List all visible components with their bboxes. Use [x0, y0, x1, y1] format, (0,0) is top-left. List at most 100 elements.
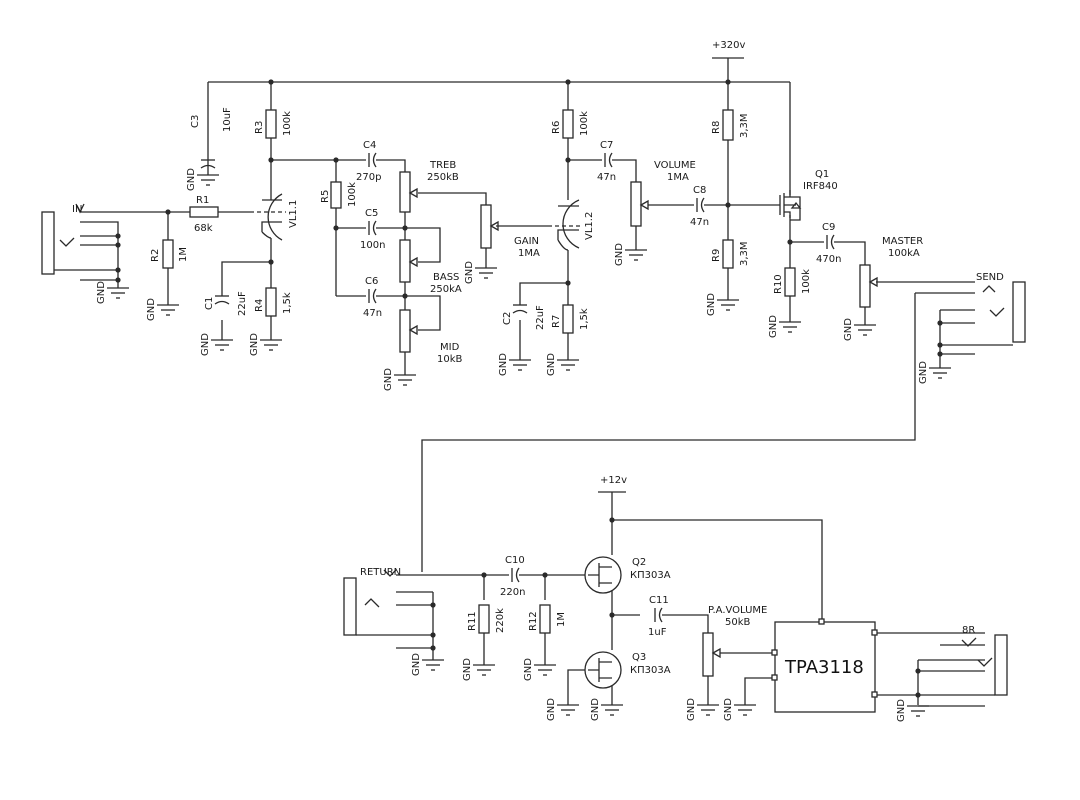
pot-master[interactable]: MASTER 100kA	[859, 236, 923, 308]
c3-ref: C3	[190, 115, 201, 128]
pot-pa-volume[interactable]: P.A.VOLUME 50kB	[702, 605, 767, 677]
supply-hv-label: +320v	[712, 40, 745, 51]
r6-ref: R6	[551, 121, 562, 134]
resistor-r3: R3 100k	[254, 109, 293, 139]
jack-output-8r[interactable]: 8R	[961, 625, 1008, 696]
gnd-label: GND	[723, 698, 734, 721]
capacitor-c11: C11 1uF	[648, 595, 669, 638]
ground-icon: GND	[383, 368, 416, 391]
jack-return[interactable]: RETURN	[343, 567, 401, 636]
mid-label: MID	[440, 342, 460, 353]
r9-ref: R9	[711, 249, 722, 262]
c10-value: 220n	[500, 587, 525, 598]
gnd-label: GND	[200, 333, 211, 356]
vl1-2-ref: VL1.2	[584, 212, 595, 240]
gnd-label: GND	[590, 698, 601, 721]
resistor-r12: R12 1M	[528, 604, 567, 634]
master-label: MASTER	[882, 236, 923, 247]
volume-label: VOLUME	[654, 160, 696, 171]
ground-icon: GND	[411, 653, 444, 676]
gnd-label: GND	[498, 353, 509, 376]
gnd-label: GND	[686, 698, 697, 721]
c8-value: 47n	[690, 217, 709, 228]
volume-value: 1MA	[667, 172, 689, 183]
r4-value: 1,5k	[282, 292, 293, 314]
ground-icon: GND	[96, 281, 129, 304]
pot-volume[interactable]: VOLUME 1MA	[630, 160, 696, 227]
gnd-label: GND	[146, 298, 157, 321]
c4-value: 270p	[356, 172, 381, 183]
pot-treble[interactable]: TREB 250kB	[399, 160, 459, 213]
capacitor-c9: C9 470n	[816, 222, 841, 265]
r11-value: 220k	[495, 608, 506, 633]
r8-value: 3,3M	[739, 113, 750, 138]
resistor-r9: R9 3,3M	[711, 239, 750, 269]
c3-value: 10uF	[222, 107, 233, 132]
mid-value: 10kB	[437, 354, 463, 365]
pot-gain[interactable]: GAIN 1MA	[480, 204, 540, 259]
q1-ref: Q1	[815, 169, 829, 180]
jack-in-label: IN	[72, 204, 82, 215]
capacitor-c8: C8 47n	[690, 185, 709, 228]
resistor-r5: R5 100k	[320, 181, 358, 209]
c9-value: 470n	[816, 254, 841, 265]
gnd-label: GND	[186, 168, 197, 191]
ground-icon: GND	[464, 261, 497, 284]
ground-icon: GND	[723, 698, 756, 721]
supply-lv: +12v	[598, 475, 627, 500]
resistor-r2: R2 1M	[150, 239, 189, 269]
ground-icon: GND	[706, 293, 739, 316]
ground-icon: GND	[200, 333, 233, 356]
master-value: 100kA	[888, 248, 920, 259]
capacitor-c3: C3 10uF	[190, 107, 233, 169]
resistor-r7: R7 1,5k	[551, 304, 590, 334]
bass-value: 250kA	[430, 284, 462, 295]
jack-send-label: SEND	[976, 272, 1004, 283]
supply-hv: +320v	[712, 40, 745, 68]
r9-value: 3,3M	[739, 241, 750, 266]
capacitor-c1: C1 22uF	[204, 291, 248, 316]
pa-volume-label: P.A.VOLUME	[708, 605, 767, 616]
capacitor-c7: C7 47n	[597, 140, 616, 183]
ground-icon: GND	[546, 353, 579, 376]
ground-icon: GND	[523, 658, 556, 681]
pa-volume-value: 50kB	[725, 617, 751, 628]
c5-value: 100n	[360, 240, 385, 251]
ground-icon: GND	[918, 361, 951, 384]
gnd-label: GND	[96, 281, 107, 304]
c6-value: 47n	[363, 308, 382, 319]
c6-ref: C6	[365, 276, 378, 287]
jack-send[interactable]: SEND	[975, 272, 1026, 346]
r5-value: 100k	[347, 182, 358, 207]
jack-return-label: RETURN	[360, 567, 401, 578]
gnd-label: GND	[614, 243, 625, 266]
vl1-1-ref: VL1.1	[288, 200, 299, 228]
ground-icon: GND	[186, 168, 219, 191]
gain-value: 1MA	[518, 248, 540, 259]
c2-value: 22uF	[535, 305, 546, 330]
c5-ref: C5	[365, 208, 378, 219]
pot-mid[interactable]: MID 10kB	[399, 309, 463, 365]
r10-value: 100k	[801, 269, 812, 294]
gnd-label: GND	[918, 361, 929, 384]
junctions	[115, 79, 943, 698]
gain-label: GAIN	[514, 236, 539, 247]
wires	[80, 68, 985, 707]
resistor-r11: R11 220k	[467, 604, 506, 634]
capacitor-c2: C2 22uF	[502, 304, 546, 330]
gnd-label: GND	[896, 699, 907, 722]
gnd-label: GND	[462, 658, 473, 681]
jack-in[interactable]: IN	[41, 203, 85, 275]
ground-icon: GND	[686, 698, 719, 721]
r12-value: 1M	[556, 612, 567, 627]
r7-value: 1,5k	[579, 308, 590, 330]
r5-ref: R5	[320, 190, 331, 203]
r11-ref: R11	[467, 611, 478, 631]
gnd-label: GND	[546, 353, 557, 376]
c11-ref: C11	[649, 595, 669, 606]
c11-value: 1uF	[648, 627, 667, 638]
resistor-r6: R6 100k	[551, 109, 590, 139]
pot-bass[interactable]: BASS 250kA	[399, 239, 462, 295]
tube-vl1-2: VL1.2	[548, 199, 595, 251]
